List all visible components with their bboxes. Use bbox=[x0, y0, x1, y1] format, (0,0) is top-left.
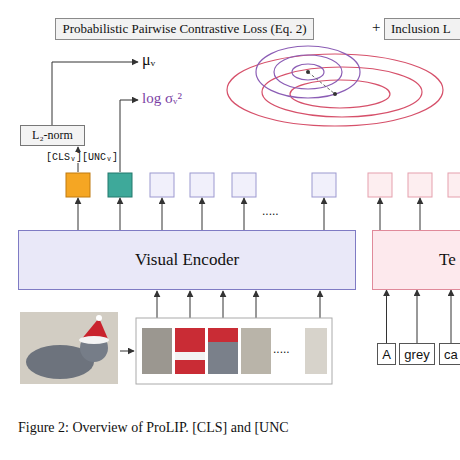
arrow bbox=[320, 291, 321, 318]
node-text: Probabilistic Pairwise Contrastive Loss … bbox=[62, 21, 306, 37]
arrow bbox=[256, 291, 257, 318]
text-token bbox=[408, 173, 432, 197]
visual-token bbox=[150, 173, 174, 197]
norm-box: L₂-norm bbox=[20, 125, 85, 146]
ellipsis: ..... bbox=[262, 204, 279, 218]
arrow bbox=[120, 100, 138, 172]
arrow bbox=[202, 198, 203, 230]
visual-token bbox=[232, 173, 256, 197]
image-distribution bbox=[292, 64, 324, 80]
arrow bbox=[190, 291, 191, 318]
arrow bbox=[451, 290, 452, 343]
image-patch bbox=[142, 328, 172, 374]
arrow bbox=[244, 198, 245, 230]
word-token: grey bbox=[399, 343, 435, 365]
image-patch bbox=[175, 352, 205, 360]
node-text: A bbox=[382, 347, 391, 362]
arrow bbox=[380, 198, 381, 230]
loss-box: Probabilistic Pairwise Contrastive Loss … bbox=[55, 18, 314, 40]
arrow bbox=[120, 198, 121, 230]
variance-label: log σᵥ² bbox=[142, 90, 182, 107]
ellipsis: ..... bbox=[273, 342, 290, 356]
node-text: L₂-norm bbox=[32, 128, 73, 143]
node-text: Te bbox=[439, 250, 456, 270]
patch-strip bbox=[136, 318, 332, 384]
encoder-box: Visual Encoder bbox=[18, 230, 356, 290]
node-text: ca bbox=[444, 347, 458, 362]
visual-token bbox=[190, 173, 214, 197]
visual-token bbox=[312, 173, 336, 197]
image-patch bbox=[175, 328, 205, 374]
arrow bbox=[162, 198, 163, 230]
image-patch bbox=[208, 328, 238, 374]
figure-caption: Figure 2: Overview of ProLIP. [CLS] and … bbox=[18, 420, 289, 436]
unc-token bbox=[108, 173, 132, 197]
arrow bbox=[223, 291, 224, 318]
mean-label: μᵥ bbox=[142, 51, 155, 69]
text-distribution bbox=[227, 54, 443, 126]
word-token: ca bbox=[439, 343, 460, 365]
hat-trim bbox=[79, 336, 109, 344]
node-text: Visual Encoder bbox=[135, 250, 239, 270]
loss-box: Inclusion L bbox=[384, 18, 460, 40]
node-text: grey bbox=[404, 347, 429, 362]
mean-dot bbox=[306, 70, 310, 74]
mean-link bbox=[308, 72, 335, 94]
text-distribution bbox=[290, 80, 390, 108]
image-distribution bbox=[256, 46, 360, 98]
cat-photo bbox=[20, 312, 118, 384]
arrow bbox=[120, 351, 134, 352]
cls-token bbox=[66, 173, 90, 197]
image-patch bbox=[208, 328, 238, 342]
arrow bbox=[386, 290, 387, 343]
arrow bbox=[324, 198, 325, 230]
arrow bbox=[157, 291, 158, 318]
word-token: A bbox=[377, 343, 396, 365]
cat-head bbox=[80, 334, 108, 362]
arrow bbox=[420, 198, 421, 230]
text-token bbox=[368, 173, 392, 197]
plus-sign: + bbox=[372, 19, 380, 36]
image-distribution bbox=[274, 55, 342, 89]
hat-pompom bbox=[96, 315, 102, 321]
arrow bbox=[52, 62, 138, 125]
arrow bbox=[417, 290, 418, 343]
image-patch bbox=[305, 328, 327, 374]
token-names: [CLSᵥ][UNCᵥ] bbox=[45, 152, 119, 163]
arrow bbox=[78, 198, 79, 230]
encoder-box: Te bbox=[372, 230, 460, 290]
mean-dot bbox=[333, 92, 337, 96]
image-patch bbox=[241, 328, 271, 374]
text-token bbox=[448, 173, 460, 197]
node-text: Inclusion L bbox=[391, 21, 451, 37]
